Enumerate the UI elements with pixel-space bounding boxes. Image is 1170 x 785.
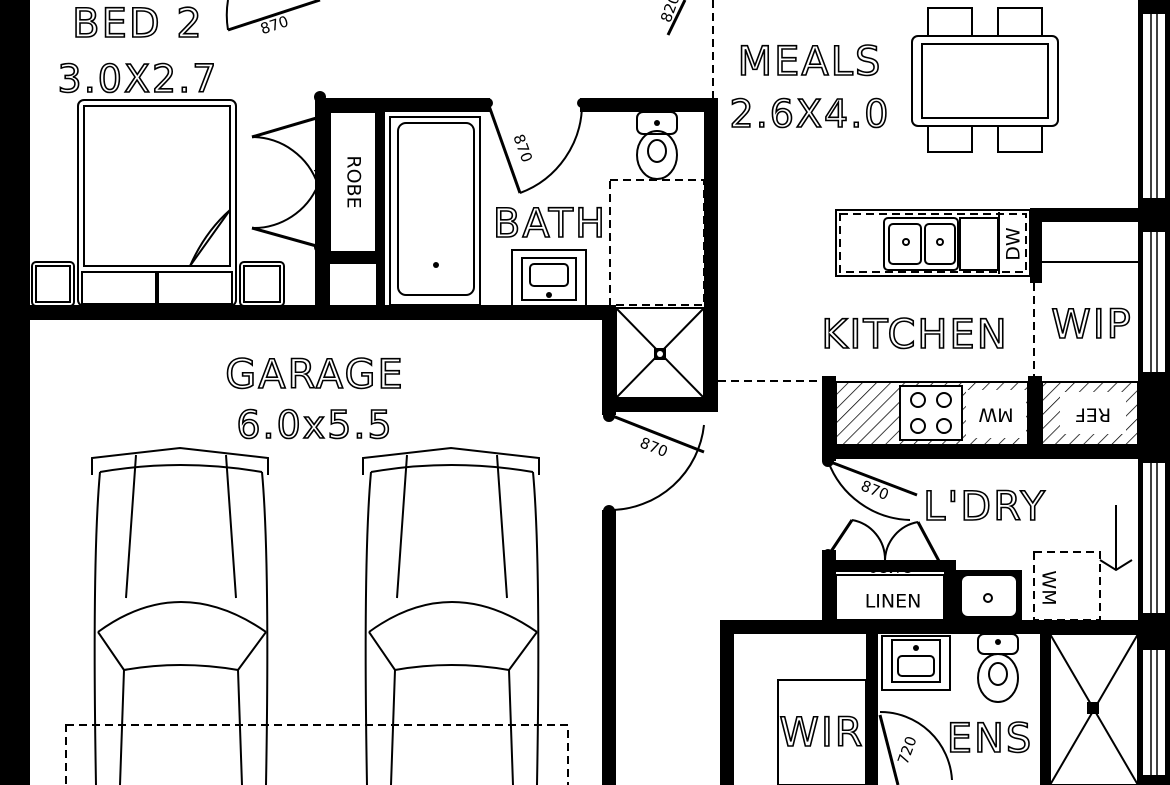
dashed-partitions [712,0,1035,382]
dimension-bath-door: 870 [509,132,536,165]
room-label-ens: ENS [947,716,1034,762]
linen-cupboard [835,574,945,621]
room-size-bed2: 3.0X2.7 [58,57,219,101]
dimension-linen-doors: 2/420 [868,558,911,576]
garage-storage-outline [65,724,569,785]
robe-cabinet [329,111,377,253]
room-label-garage: GARAGE [225,352,404,398]
dimension-robe-doors: 2/620 [312,160,330,203]
shower-icon [615,307,705,399]
washing-machine-label: WM [1038,570,1060,605]
dimension-ens-door: 720 [894,734,921,767]
bath-shower-outline [609,179,705,306]
fridge-label: REF [1075,404,1111,426]
ensuite-shower-icon [1049,633,1139,785]
room-label-wir: WIR [779,710,864,756]
room-label-bed2: BED 2 [72,1,204,47]
ensuite-toilet-icon [977,633,1019,703]
room-label-kitchen: KITCHEN [821,312,1008,358]
laundry-tub-icon [956,570,1022,622]
linen-label: LINEN [865,591,922,613]
microwave-label: MW [978,404,1013,426]
room-label-bath: BATH [493,201,607,247]
dimension-laundry-door: 870 [858,477,891,504]
down-arrow-icon [1099,505,1133,572]
room-label-wip: WIP [1051,302,1132,348]
right-windows [1143,14,1165,775]
bath-basin-icon [511,249,587,307]
bathtub-icon [389,116,481,306]
dishwasher-label: DW [1003,227,1025,261]
bed-icon [31,99,285,307]
wir-shelf [777,679,867,785]
robe-label: ROBE [343,155,365,208]
toilet-icon [636,111,678,180]
doors [225,0,953,785]
dimension-bed2-door: 870 [258,12,291,38]
room-size-meals: 2.6X4.0 [730,92,891,136]
kitchen-sink-icon [835,209,1031,277]
washing-machine-outline [1033,551,1101,621]
car-icon [91,446,269,785]
room-size-garage: 6.0x5.5 [236,403,393,447]
ensuite-basin-icon [881,635,951,691]
kitchen-back-bench [835,381,1139,446]
room-label-laundry: L'DRY [923,484,1047,530]
dining-table-icon [911,7,1059,153]
room-label-meals: MEALS [738,39,883,85]
car-icon [362,446,540,785]
